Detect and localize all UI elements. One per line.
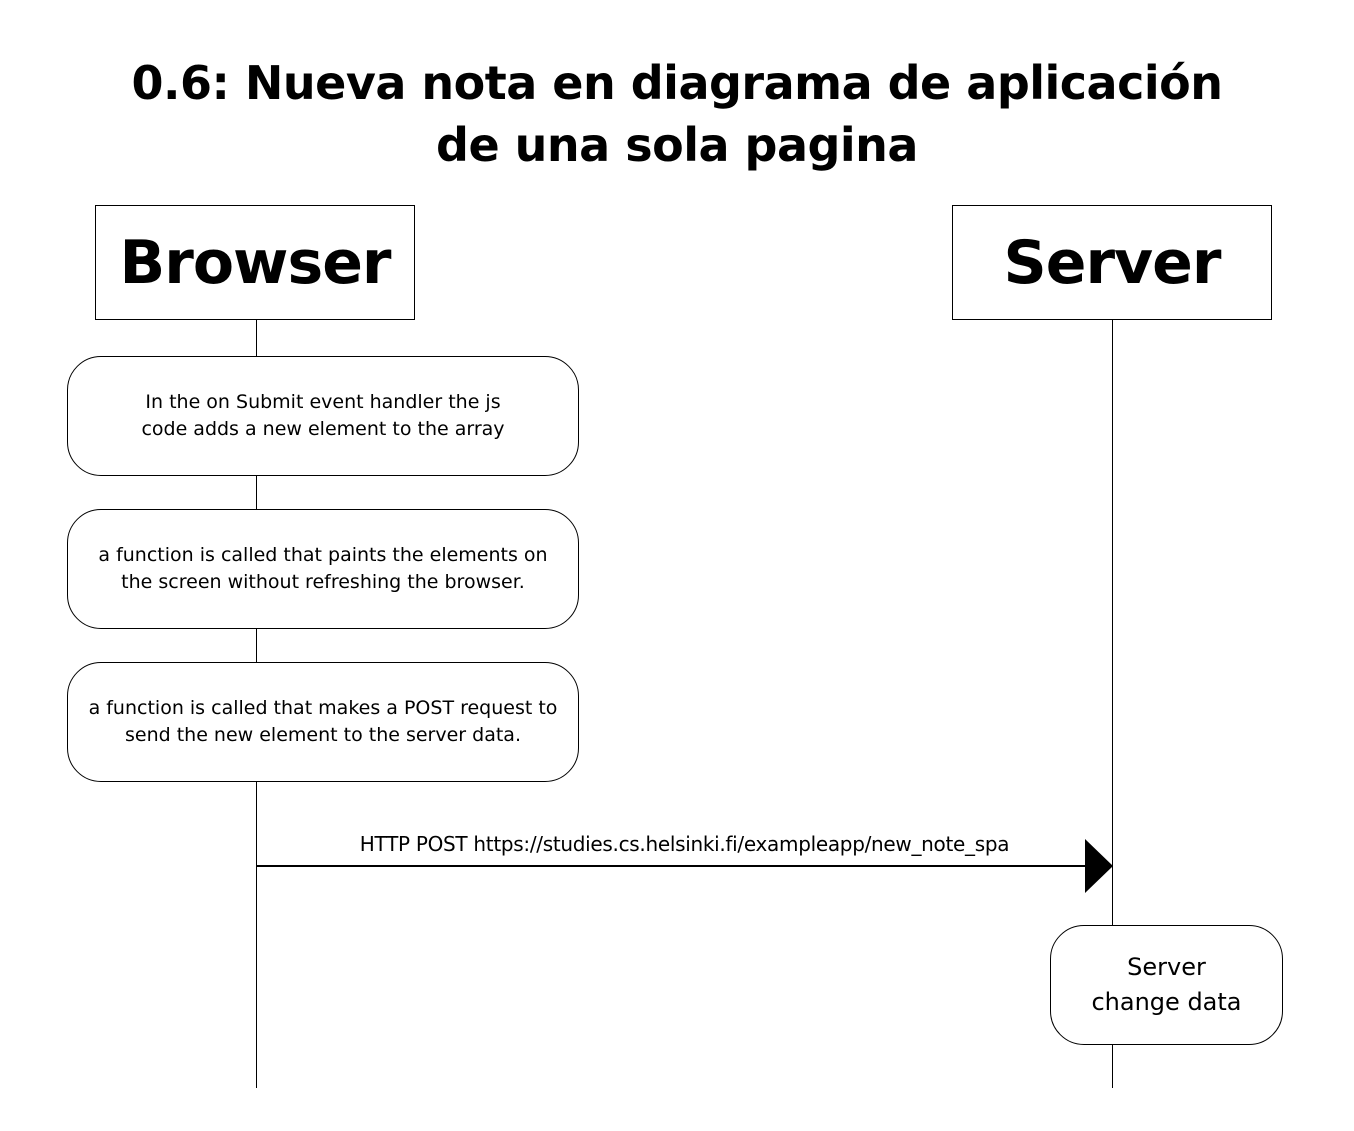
diagram-title: 0.6: Nueva nota en diagrama de aplicació…: [0, 52, 1354, 176]
server-participant-label: Server: [1003, 227, 1222, 298]
browser-note-submit-handler-text: In the on Submit event handler the js co…: [141, 391, 505, 440]
browser-note-post-request: a function is called that makes a POST r…: [67, 662, 579, 782]
diagram-title-line-2: de una sola pagina: [436, 118, 918, 172]
server-participant-box: Server: [952, 205, 1272, 320]
browser-note-paint-elements: a function is called that paints the ele…: [67, 509, 579, 629]
browser-note-post-request-text: a function is called that makes a POST r…: [88, 697, 558, 746]
http-post-message-arrowhead: [1085, 839, 1113, 893]
server-note-change-data-text: Server change data: [1091, 953, 1242, 1016]
browser-note-submit-handler: In the on Submit event handler the js co…: [67, 356, 579, 476]
browser-note-paint-elements-text: a function is called that paints the ele…: [98, 544, 548, 593]
http-post-message-label: HTTP POST https://studies.cs.helsinki.fi…: [359, 832, 1010, 856]
server-lifeline: [1111, 320, 1113, 1088]
browser-participant-box: Browser: [95, 205, 415, 320]
server-note-change-data: Server change data: [1050, 925, 1283, 1045]
browser-participant-label: Browser: [119, 227, 392, 298]
http-post-message-arrow-line: [257, 865, 1087, 867]
diagram-title-line-1: 0.6: Nueva nota en diagrama de aplicació…: [131, 56, 1223, 110]
